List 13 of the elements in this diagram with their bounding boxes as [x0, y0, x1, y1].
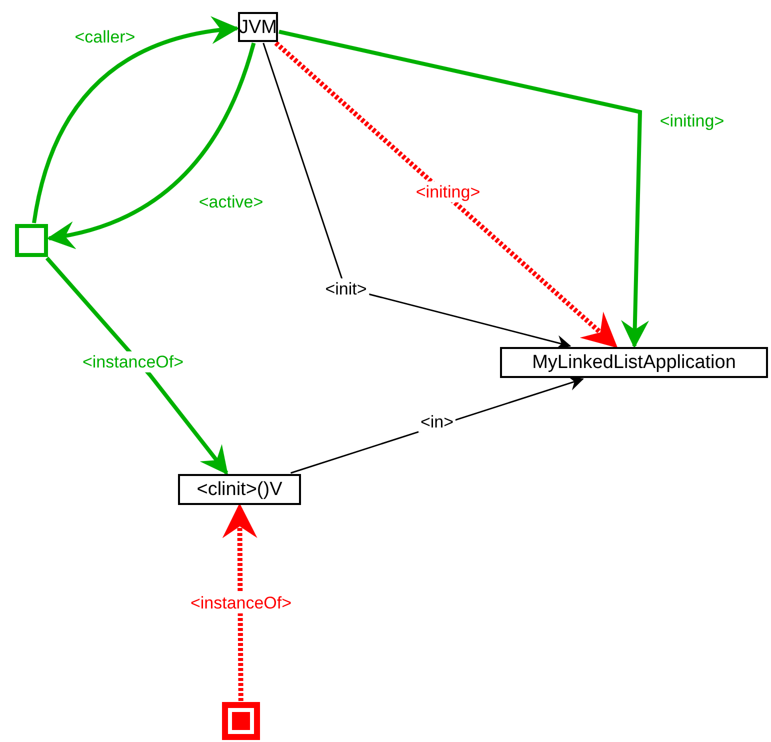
edge-label: <instanceOf>	[188, 592, 294, 614]
class-box: <clinit>()V	[178, 474, 301, 505]
class-box: JVM	[238, 12, 278, 42]
arrow	[45, 256, 228, 475]
edge-label: <initing>	[414, 181, 482, 203]
square-node	[222, 702, 260, 740]
square-node	[15, 224, 48, 257]
arrow	[46, 42, 256, 248]
arrow	[222, 503, 258, 702]
arrow	[32, 17, 240, 224]
edge-label: <instanceOf>	[80, 351, 186, 373]
class-box: MyLinkedListApplication	[500, 347, 768, 378]
arrow	[262, 42, 572, 350]
